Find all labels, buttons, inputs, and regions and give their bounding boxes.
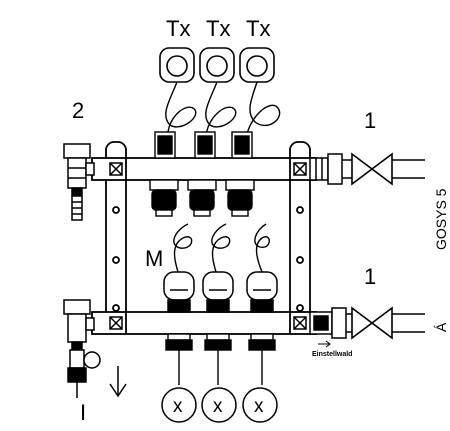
tx-label-2: Tx xyxy=(206,16,230,41)
side-text-top: GOSYS 5 xyxy=(433,188,449,250)
right-bottom-union xyxy=(309,307,352,339)
circuit-x-3: x xyxy=(254,396,264,417)
callout-M: M xyxy=(145,246,163,271)
valve-icon xyxy=(351,152,425,186)
actuator-m-icon xyxy=(163,271,278,313)
actuator-cables xyxy=(173,223,270,273)
right-top-union xyxy=(309,153,352,185)
supply-bar xyxy=(91,157,317,181)
bracket-screws xyxy=(109,162,307,330)
top-connectors xyxy=(154,131,253,159)
circuit-x-1: x xyxy=(173,396,183,417)
tx-label-3: Tx xyxy=(246,16,270,41)
supply-fittings xyxy=(149,179,255,217)
einstell-arrow-icon xyxy=(318,340,331,348)
thermostat-tx-icon xyxy=(159,47,275,83)
thermostat-cables xyxy=(165,81,281,141)
side-text-bottom: Á xyxy=(433,322,449,332)
callout-I: I xyxy=(80,400,86,425)
left-top-vent xyxy=(63,143,95,221)
einstell-label: Einstellwald xyxy=(312,351,352,358)
circuit-x-icon xyxy=(161,387,278,423)
left-bottom-valve xyxy=(63,299,101,398)
callout-2: 2 xyxy=(72,98,84,123)
return-outlets xyxy=(165,333,276,385)
callout-1-top: 1 xyxy=(364,108,376,133)
return-bar xyxy=(91,311,317,335)
callout-1-bottom: 1 xyxy=(364,264,376,289)
circuit-x-2: x xyxy=(213,396,223,417)
tx-label-1: Tx xyxy=(166,16,190,41)
bracket-right xyxy=(289,141,311,333)
valve-icon-bottom xyxy=(351,306,425,340)
drain-arrow-icon xyxy=(109,366,127,398)
